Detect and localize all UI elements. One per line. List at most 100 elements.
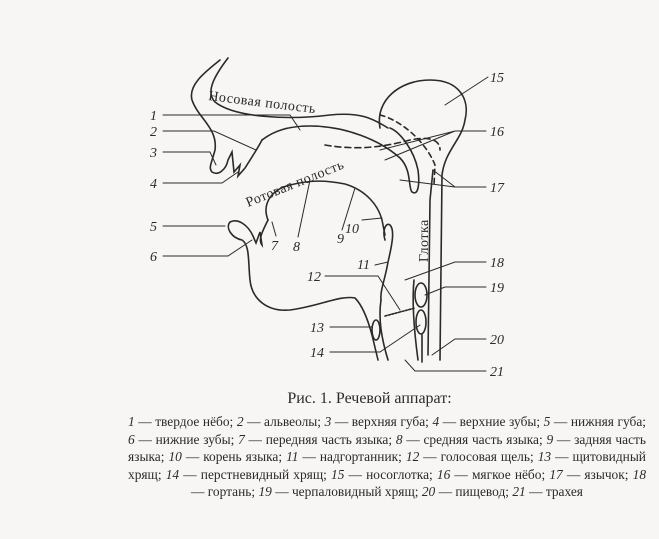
glottis xyxy=(384,307,416,317)
legend-text: пищевод xyxy=(455,484,506,499)
legend-text: носоглотка xyxy=(366,466,430,482)
leader-2 xyxy=(162,130,257,151)
legend-item: 9 — задняя часть языка; xyxy=(128,431,646,465)
legend-number: 19 xyxy=(258,484,272,499)
oral-cavity-label: Ротовая полость xyxy=(244,158,347,211)
label-4: 4 xyxy=(150,177,157,192)
leader-19 xyxy=(424,286,487,296)
legend-item: 20 — пищевод; xyxy=(421,484,513,499)
legend-number: 20 xyxy=(421,484,436,499)
legend-text: передняя часть языка xyxy=(265,431,389,447)
pharynx-front xyxy=(427,169,434,356)
legend-text: язычок xyxy=(584,466,625,482)
leader-18 xyxy=(404,261,487,281)
uvula-raised xyxy=(379,114,436,186)
legend-item: 11 — надгортанник; xyxy=(286,449,406,464)
leader-21 xyxy=(404,359,487,372)
legend-item: 13 — щитовидный хрящ; xyxy=(128,449,646,482)
legend-item: 12 — голосовая щель; xyxy=(405,449,538,464)
figure-caption-title: Рис. 1. Речевой аппарат: xyxy=(287,390,452,407)
leader-4 xyxy=(162,171,239,184)
legend-number: 15 xyxy=(331,466,345,482)
legend-number: 17 xyxy=(549,466,563,482)
legend-text: голосовая щель xyxy=(440,449,530,464)
legend-item: 6 — нижние зубы; xyxy=(128,431,239,447)
nasopharynx xyxy=(378,79,467,361)
label-18: 18 xyxy=(490,256,504,271)
legend-item: 14 — перстневидный хрящ; xyxy=(165,466,331,482)
legend-item: 4 — верхние зубы; xyxy=(432,414,544,429)
legend-item: 17 — язычок; xyxy=(549,466,633,482)
legend-number: 13 xyxy=(537,449,552,464)
leader-10 xyxy=(361,217,383,221)
legend-text: надгортанник xyxy=(319,449,399,464)
arytenoid-cartilage xyxy=(414,282,428,308)
leader-9 xyxy=(341,187,356,231)
legend-text: мягкое нёбо xyxy=(471,466,542,482)
speech-apparatus-diagram: Носовая полость Ротовая полость Глотка 1… xyxy=(149,57,505,380)
leader-8 xyxy=(297,179,311,238)
leader-1 xyxy=(162,114,301,131)
leader-12 xyxy=(324,275,401,311)
legend-text: нижняя губа xyxy=(570,414,643,429)
legend-text: нижние зубы xyxy=(155,431,231,447)
tongue xyxy=(265,180,386,236)
label-11: 11 xyxy=(357,258,370,273)
label-2: 2 xyxy=(150,125,157,140)
legend-item: 18 — гортань; xyxy=(191,466,647,500)
nasal-floor-line xyxy=(210,57,389,129)
label-10: 10 xyxy=(345,222,359,237)
legend-text: альвеолы xyxy=(264,414,318,429)
legend-text: верхние зубы xyxy=(459,414,537,429)
leader-17 xyxy=(399,169,487,188)
legend-text: трахея xyxy=(545,484,583,499)
legend-number: 2 xyxy=(236,414,244,429)
nose-outline xyxy=(190,59,263,179)
cricoid-cartilage xyxy=(415,309,427,335)
leader-16 xyxy=(379,130,487,161)
legend-number: 12 xyxy=(405,449,420,464)
legend-text: средняя часть языка xyxy=(423,431,539,447)
legend-item: 19 — черпаловидный хрящ; xyxy=(258,484,422,499)
leader-3 xyxy=(162,151,217,166)
leader-15 xyxy=(444,76,489,106)
nasal-cavity-label: Носовая полость xyxy=(208,89,317,117)
legend-text: черпаловидный хрящ xyxy=(291,484,415,499)
hard-palate xyxy=(261,125,420,194)
legend-item: 10 — корень языка; xyxy=(168,449,287,464)
legend-item: 8 — средняя часть языка; xyxy=(395,431,547,447)
larynx-front xyxy=(379,299,389,361)
legend-number: 16 xyxy=(436,466,451,482)
label-1: 1 xyxy=(150,109,157,124)
leader-11 xyxy=(374,261,389,266)
label-17: 17 xyxy=(490,181,505,196)
legend-text: гортань xyxy=(207,484,252,499)
label-3: 3 xyxy=(149,146,157,161)
leader-6 xyxy=(162,239,253,257)
legend-item: 21 — трахея xyxy=(512,484,583,499)
legend-number: 14 xyxy=(165,466,180,482)
legend-number: 1 xyxy=(128,414,135,429)
legend-item: 16 — мягкое нёбо; xyxy=(436,466,550,482)
legend-item: 15 — носоглотка; xyxy=(331,466,437,482)
legend-number: 9 xyxy=(546,431,554,447)
leader-20 xyxy=(431,338,487,356)
legend-number: 8 xyxy=(395,431,403,447)
label-13: 13 xyxy=(310,321,324,336)
legend-item: 1 — твердое нёбо; xyxy=(128,414,237,429)
legend-item: 2 — альвеолы; xyxy=(236,414,325,429)
legend-text: перстневидный хрящ xyxy=(200,466,324,482)
legend-number: 18 xyxy=(632,466,647,482)
legend-number: 21 xyxy=(512,484,526,499)
label-8: 8 xyxy=(293,240,300,255)
soft-palate-raised xyxy=(324,137,441,151)
label-15: 15 xyxy=(490,71,504,86)
legend-number: 10 xyxy=(168,449,182,464)
legend-text: верхняя губа xyxy=(351,414,426,429)
label-5: 5 xyxy=(150,220,157,235)
legend-text: щитовидный хрящ xyxy=(128,449,646,482)
legend-number: 11 xyxy=(286,449,299,464)
legend-number: 7 xyxy=(238,431,245,447)
label-9: 9 xyxy=(337,232,344,247)
